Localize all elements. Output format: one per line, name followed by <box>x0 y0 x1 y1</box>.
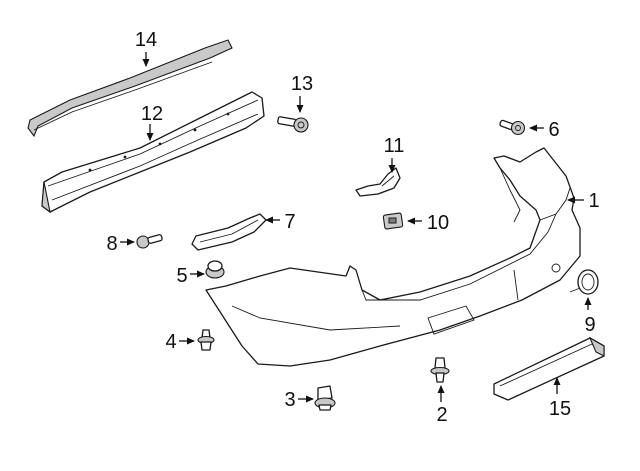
callout-4: 4 <box>165 331 176 353</box>
part-7-side-bracket <box>191 213 267 251</box>
part-14-absorber-strip <box>27 39 233 138</box>
callout-1: 1 <box>588 190 599 212</box>
part-13-bolt <box>277 116 309 133</box>
impact-bar-holes <box>88 112 230 172</box>
callout-7: 7 <box>284 211 295 233</box>
callout-2: 2 <box>436 404 447 426</box>
callout-6: 6 <box>548 119 559 141</box>
part-10-clip <box>382 212 404 230</box>
callout-3: 3 <box>284 389 295 411</box>
callout-12: 12 <box>141 103 163 125</box>
callout-9: 9 <box>584 314 595 336</box>
part-8-bolt <box>136 234 163 249</box>
callout-11: 11 <box>384 135 405 157</box>
callout-15: 15 <box>549 398 571 420</box>
leader-arrows <box>120 52 592 403</box>
part-4-push-pin <box>197 329 215 351</box>
part-9-cap <box>569 269 599 295</box>
part-3-nut <box>314 385 336 411</box>
callout-5: 5 <box>176 265 187 287</box>
part-11-bracket <box>355 167 401 197</box>
part-15-step-pad <box>493 336 605 401</box>
part-5-nut <box>205 260 225 279</box>
part-6-bolt <box>499 119 526 136</box>
part-1-bumper-cover <box>205 147 581 367</box>
callout-14: 14 <box>135 29 157 51</box>
part-12-impact-bar <box>41 91 265 214</box>
callout-10: 10 <box>427 212 449 234</box>
callout-8: 8 <box>106 233 117 255</box>
part-2-push-pin <box>430 357 450 383</box>
callout-labels: 14 12 13 11 6 1 7 10 8 5 9 4 2 3 15 <box>106 29 599 426</box>
callout-13: 13 <box>291 73 313 95</box>
